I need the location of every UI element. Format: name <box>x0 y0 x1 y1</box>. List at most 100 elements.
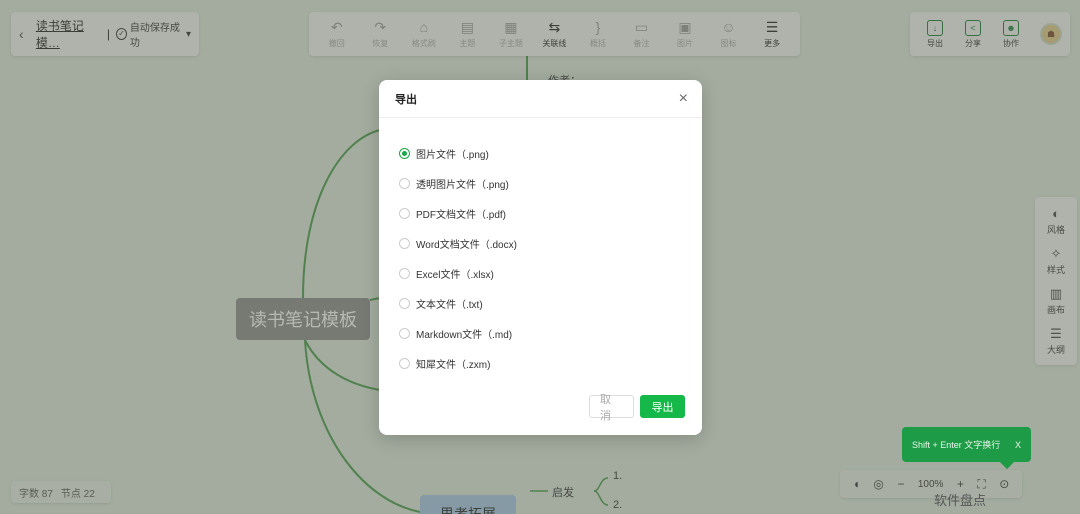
branch-node[interactable]: 思考拓展 <box>420 495 516 514</box>
export-option-label: 透明图片文件（.png) <box>416 179 509 191</box>
toolbar-item-label: 关联线 <box>542 39 567 48</box>
export-option[interactable]: 透明图片文件（.png) <box>399 168 702 198</box>
toolbar-item-theme[interactable]: ▤ 主题 <box>447 19 487 49</box>
toolbar-item-image[interactable]: ▣ 图片 <box>665 19 705 49</box>
document-title-panel: ‹ 读书笔记模… | ✓ 自动保存成功 ▾ <box>11 12 199 56</box>
zoom-level[interactable]: 100% <box>917 478 944 490</box>
side-item-label: 画布 <box>1046 305 1065 315</box>
share-item-label: 导出 <box>927 38 943 48</box>
side-item-label: 大纲 <box>1046 345 1065 355</box>
export-button[interactable]: 导出 <box>640 395 685 418</box>
export-option[interactable]: 图片文件（.png) <box>399 138 702 168</box>
side-item-outline[interactable]: ☰大纲 <box>1047 326 1065 356</box>
image-icon: ▣ <box>678 19 692 35</box>
sub-node-item-2[interactable]: 2. <box>613 499 623 511</box>
watermark-text: 软件盘点 <box>934 493 987 508</box>
style-icon: ✧ <box>1050 246 1062 261</box>
check-circle-icon: ✓ <box>116 28 127 40</box>
share-button[interactable]: <分享 <box>956 19 990 49</box>
side-item-canvas[interactable]: ▥ 画布 <box>1047 286 1065 316</box>
theme-icon: ▤ <box>460 19 474 35</box>
export-option-label: 文本文件（.txt) <box>416 299 483 311</box>
sub-node-item-1[interactable]: 1. <box>613 470 623 482</box>
share-panel: ↓ 导出 <分享☻协作 ☗ <box>910 12 1070 56</box>
radio-button[interactable] <box>399 357 410 369</box>
sub-node-inspiration[interactable]: 启发 <box>552 487 574 499</box>
subtopic-icon: ▦ <box>504 19 518 35</box>
export-option-label: PDF文档文件（.pdf) <box>416 209 507 221</box>
dialog-title: 导出 <box>395 93 417 106</box>
collaborate-button[interactable]: ☻协作 <box>994 19 1028 49</box>
zoom-in-button[interactable]: + <box>956 477 964 491</box>
tooltip-close-button[interactable]: X <box>1014 439 1021 450</box>
shortcut-tooltip: Shift + Enter 文字换行 X <box>902 427 1031 462</box>
share-icon: < <box>965 19 981 36</box>
more-options-icon[interactable]: ⊙ <box>999 477 1010 491</box>
toolbar-item-relation-line[interactable]: ⇆关联线 <box>534 19 574 49</box>
export-option-label: 图片文件（.png) <box>416 149 489 161</box>
summary-icon: } <box>595 19 601 35</box>
toolbar-item-undo[interactable]: ↶ 撤回 <box>317 19 357 49</box>
chevron-down-icon[interactable]: ▾ <box>185 28 192 40</box>
title-separator: | <box>106 27 111 41</box>
radio-button[interactable] <box>399 177 410 189</box>
toolbar-item-subtopic[interactable]: ▦子主题 <box>491 19 531 49</box>
side-item-label: 样式 <box>1046 265 1065 275</box>
toolbar-item-label: 主题 <box>459 39 476 48</box>
node-count: 节点 22 <box>60 488 95 500</box>
export-option-label: Markdown文件（.md) <box>416 329 513 341</box>
main-toolbar: ↶ 撤回 ↷恢复⌂格式刷 ▤ 主题 ▦子主题⇆关联线}概括▭备注 ▣ 图片 ☺图标☰更多 <box>309 12 800 56</box>
cancel-button[interactable]: 取 消 <box>589 394 634 422</box>
radio-button[interactable] <box>399 297 410 309</box>
dialog-header: 导出 × <box>379 80 702 118</box>
toolbar-item-redo[interactable]: ↷恢复 <box>360 19 400 49</box>
toolbar-item-note[interactable]: ▭备注 <box>621 19 661 49</box>
export-option-label: 知犀文件（.zxm) <box>416 359 491 371</box>
avatar[interactable]: ☗ <box>1040 23 1062 45</box>
radio-button[interactable] <box>399 327 410 339</box>
side-panel: ◐ 风格 ✧ 样式 ▥ 画布 ☰大纲 <box>1035 197 1077 365</box>
zoom-out-button[interactable]: − <box>897 477 905 491</box>
toolbar-item-emoji[interactable]: ☺图标 <box>709 19 749 49</box>
word-count: 字数 87 <box>19 488 53 500</box>
dialog-footer: 取 消 导出 <box>589 394 685 422</box>
export-option[interactable]: Word文档文件（.docx) <box>399 228 702 258</box>
toolbar-item-label: 图片 <box>677 39 694 48</box>
document-stats: 字数 87 节点 22 <box>11 481 111 503</box>
pointer-mode-icon[interactable]: ◎ <box>873 477 884 491</box>
fit-screen-icon[interactable]: ⛶ <box>977 476 986 491</box>
export-option-label: Excel文件（.xlsx) <box>416 269 494 281</box>
radio-button[interactable] <box>399 207 410 219</box>
radio-button[interactable] <box>399 147 410 159</box>
root-node[interactable]: 读书笔记模板 <box>236 298 370 340</box>
export-option[interactable]: PDF文档文件（.pdf) <box>399 198 702 228</box>
undo-icon: ↶ <box>330 19 343 35</box>
radio-button[interactable] <box>399 237 410 249</box>
export-option[interactable]: 知犀文件（.zxm) <box>399 348 702 378</box>
chevron-left-icon[interactable]: ‹ <box>19 26 24 42</box>
save-status[interactable]: ✓ 自动保存成功 ▾ <box>116 19 191 49</box>
mouse-mode-icon[interactable]: ◖ <box>852 477 860 491</box>
side-item-label: 风格 <box>1046 225 1065 235</box>
export-option[interactable]: 文本文件（.txt) <box>399 288 702 318</box>
export-button[interactable]: ↓ 导出 <box>918 19 952 49</box>
close-icon[interactable]: × <box>678 89 688 107</box>
redo-icon: ↷ <box>374 19 387 35</box>
canvas-icon: ▥ <box>1049 286 1063 301</box>
toolbar-item-more[interactable]: ☰更多 <box>752 19 792 49</box>
document-title[interactable]: 读书笔记模… <box>35 19 84 50</box>
toolbar-item-format-brush[interactable]: ⌂格式刷 <box>404 19 444 49</box>
side-item-style[interactable]: ✧ 样式 <box>1047 246 1065 276</box>
toolbar-item-label: 撤回 <box>328 39 345 48</box>
export-option[interactable]: Excel文件（.xlsx) <box>399 258 702 288</box>
side-item-palette[interactable]: ◐ 风格 <box>1047 206 1065 236</box>
radio-button[interactable] <box>399 267 410 279</box>
palette-icon: ◐ <box>1052 206 1060 221</box>
toolbar-item-label: 更多 <box>764 39 781 48</box>
export-format-options: 图片文件（.png) 透明图片文件（.png) PDF文档文件（.pdf) Word文… <box>379 118 702 378</box>
toolbar-item-summary[interactable]: }概括 <box>578 19 618 49</box>
export-option[interactable]: Markdown文件（.md) <box>399 318 702 348</box>
export-icon: ↓ <box>927 19 943 36</box>
note-icon: ▭ <box>634 19 649 35</box>
